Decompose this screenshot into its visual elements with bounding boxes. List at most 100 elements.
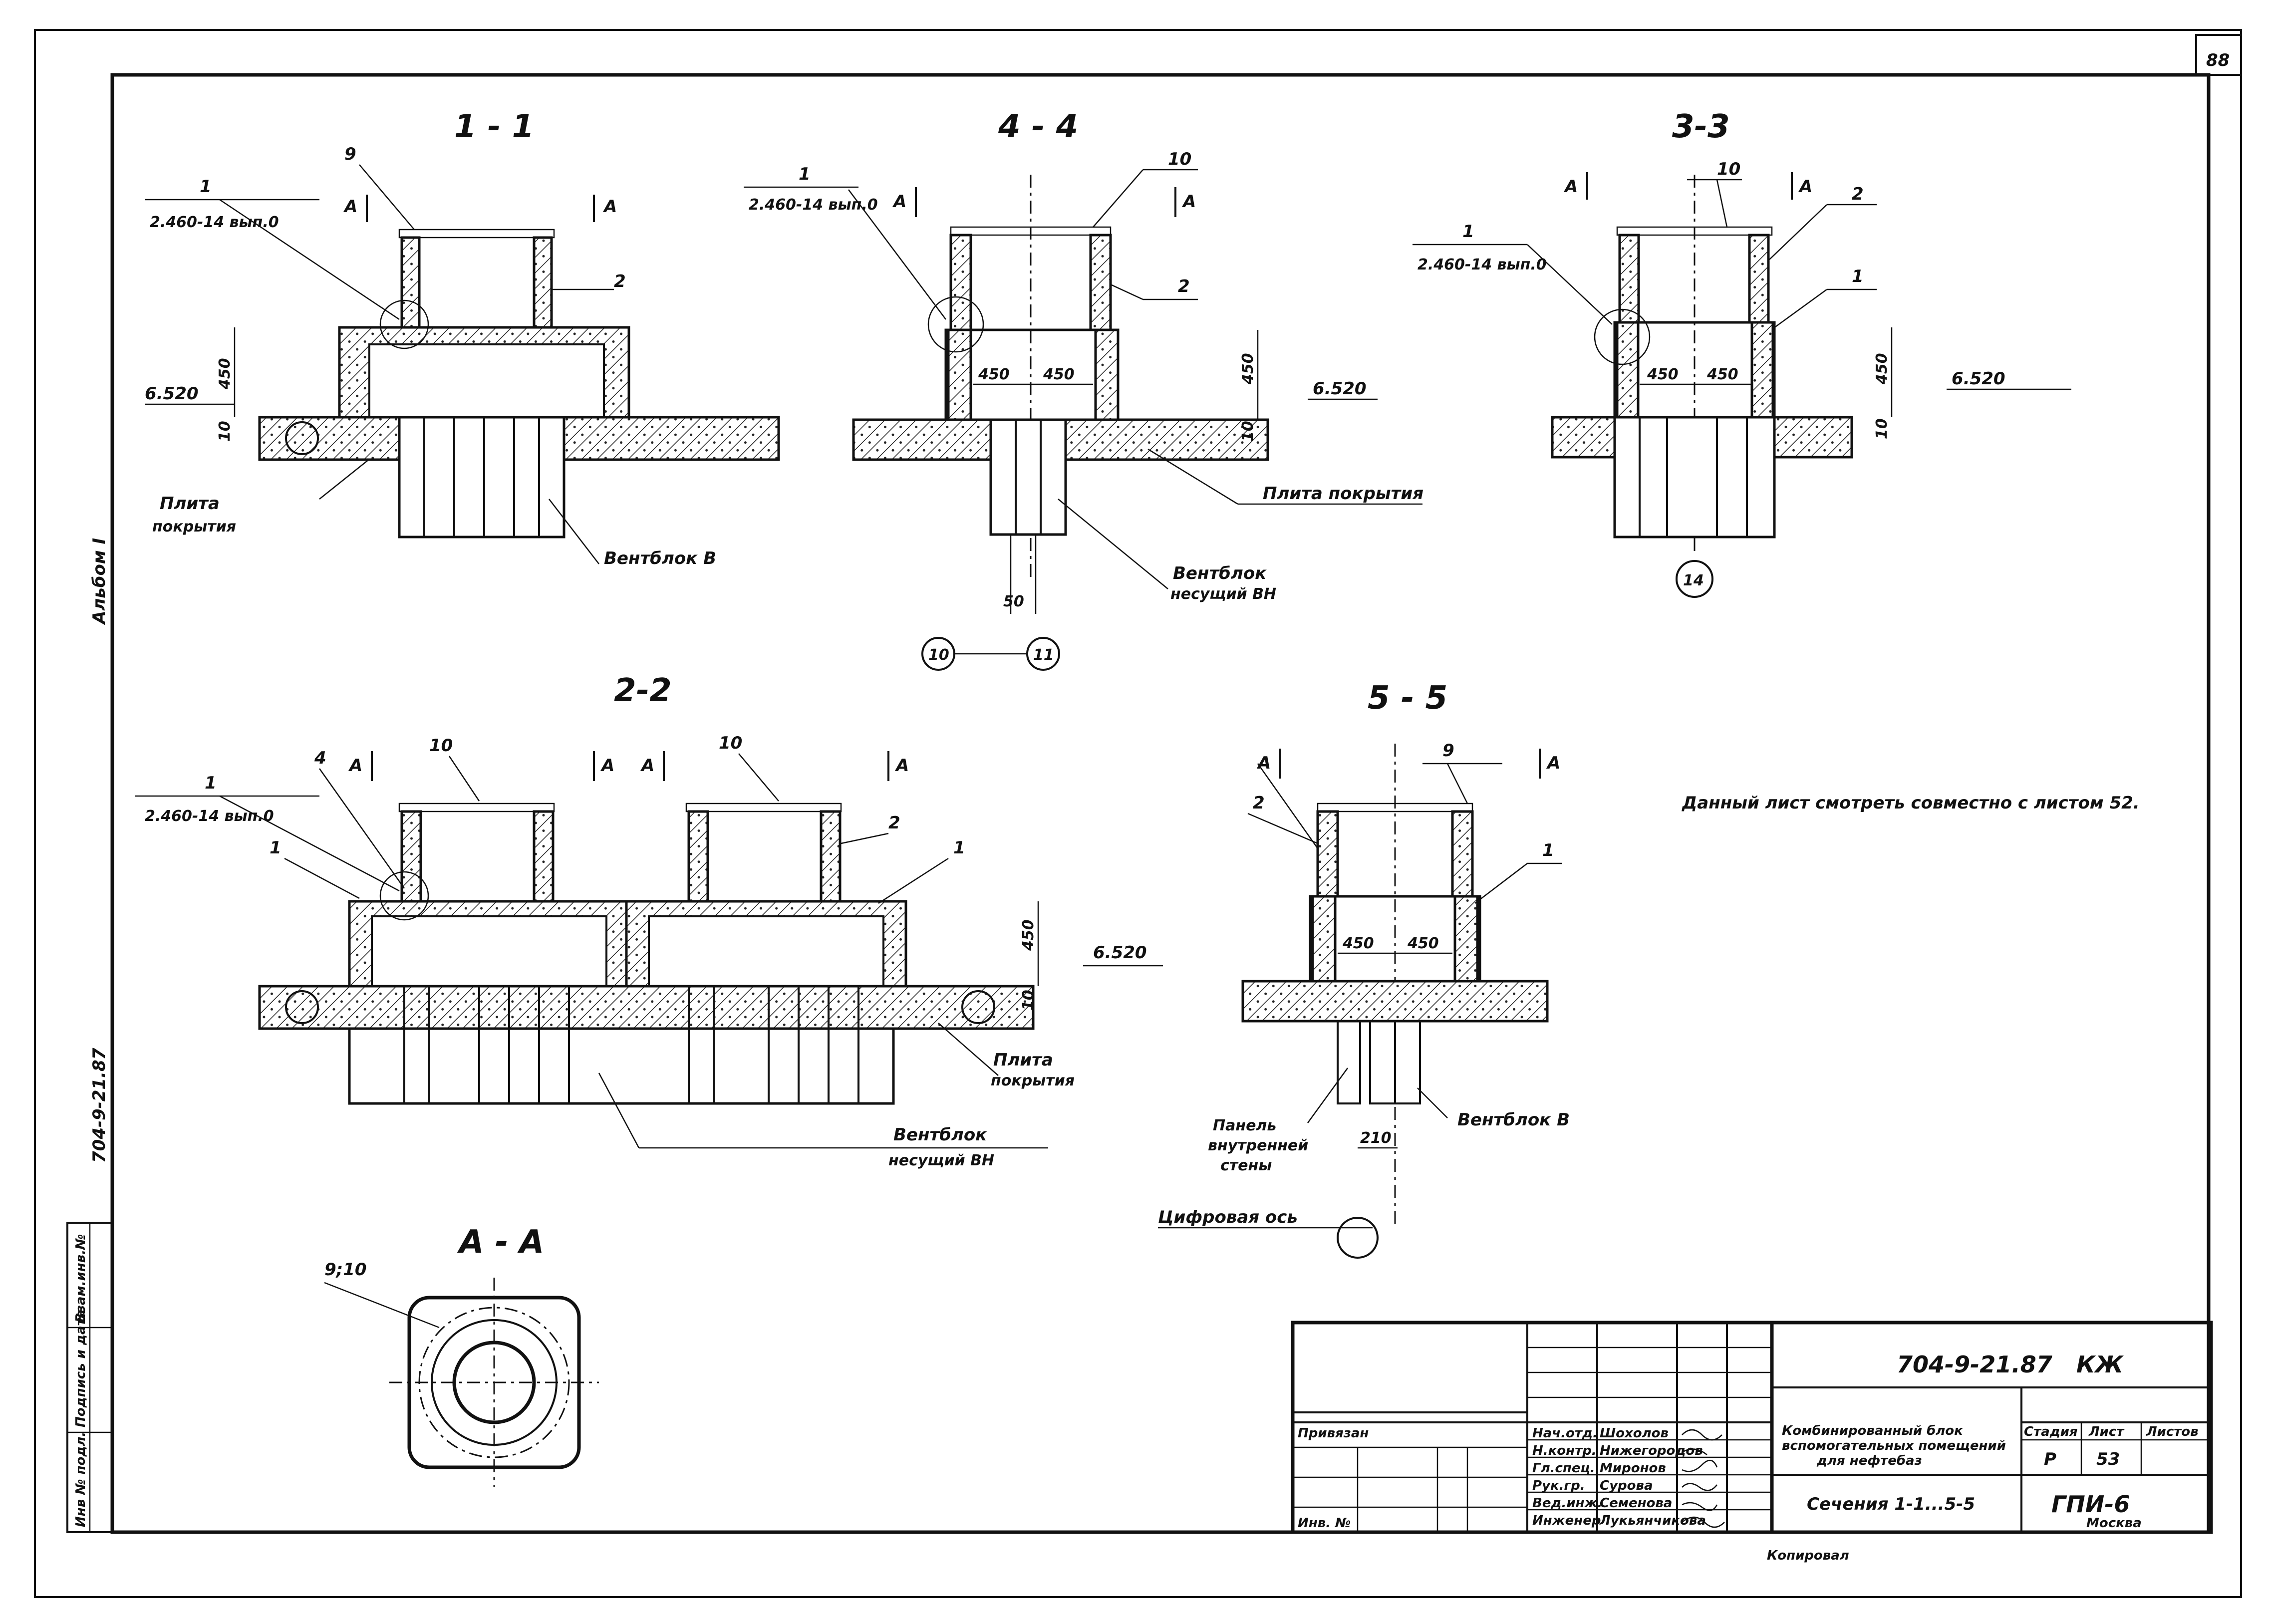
svg-text:Нижегородов: Нижегородов	[1600, 1443, 1703, 1458]
svg-text:А: А	[1256, 753, 1271, 773]
sheet-value: 53	[2096, 1449, 2120, 1469]
svg-text:Вентблок В: Вентблок В	[604, 548, 716, 568]
title-code: 704-9-21.87	[1897, 1351, 2052, 1378]
section-5-5-title: 5 - 5	[1368, 680, 1447, 717]
svg-text:1: 1	[799, 164, 811, 184]
svg-text:А: А	[894, 756, 909, 776]
svg-text:Лукьянчикова: Лукьянчикова	[1599, 1513, 1706, 1528]
svg-text:А: А	[343, 197, 357, 217]
svg-text:Лист: Лист	[2088, 1424, 2125, 1439]
svg-text:450: 450	[1043, 366, 1075, 383]
inner-frame	[110, 73, 2211, 1534]
svg-text:9: 9	[344, 144, 356, 164]
side-code-label: 704-9-21.87	[89, 1048, 109, 1163]
svg-text:для нефтебаз: для нефтебаз	[1816, 1453, 1922, 1468]
section-a-a-title: А - А	[457, 1224, 544, 1261]
sheet-title: Сечения 1-1...5-5	[1807, 1494, 1975, 1514]
ref-mark-3-3: 2.460-14 вып.0	[1418, 256, 1547, 273]
stage-value: Р	[2044, 1449, 2056, 1469]
svg-text:Стадия: Стадия	[2024, 1424, 2078, 1439]
sheet-number: 88	[2206, 50, 2230, 70]
svg-text:1: 1	[270, 838, 282, 858]
ref-mark-2-2: 2.460-14 вып.0	[145, 808, 274, 825]
svg-text:10: 10	[928, 646, 949, 664]
svg-text:А: А	[602, 197, 617, 217]
svg-text:10: 10	[1873, 418, 1891, 439]
svg-text:10: 10	[1168, 149, 1191, 169]
section-2-2: 2-2 1 2.460-14 вып.0 4 10	[135, 672, 1163, 1169]
svg-text:А: А	[640, 756, 654, 776]
city-name: Москва	[2086, 1516, 2142, 1531]
ref-mark-1-1: 2.460-14 вып.0	[150, 214, 279, 231]
svg-text:Панель: Панель	[1213, 1117, 1276, 1134]
copied-label: Копировал	[1767, 1548, 1849, 1563]
svg-text:4: 4	[314, 748, 326, 768]
svg-text:450: 450	[1020, 919, 1037, 951]
svg-text:1: 1	[953, 838, 965, 858]
svg-text:Инженер: Инженер	[1532, 1513, 1601, 1528]
svg-text:А: А	[348, 756, 362, 776]
svg-text:Плита: Плита	[993, 1050, 1053, 1070]
svg-text:Рук.гр.: Рук.гр.	[1532, 1478, 1585, 1493]
stamp-inv: Инв № подл.	[73, 1432, 88, 1527]
section-3-3: 3-3 450 450 1 2.460-14 вып.0 10 2 1 А А	[1413, 108, 2071, 598]
sheet-number-box	[2195, 34, 2242, 76]
svg-text:6.520: 6.520	[1952, 369, 2005, 389]
svg-text:450: 450	[1706, 366, 1738, 383]
svg-text:Вентблок В: Вентблок В	[1457, 1110, 1570, 1130]
svg-text:Н.контр.: Н.контр.	[1532, 1443, 1597, 1458]
svg-text:1: 1	[1462, 222, 1474, 242]
svg-text:10: 10	[1717, 159, 1740, 179]
svg-text:450: 450	[1342, 935, 1374, 952]
svg-text:10: 10	[429, 736, 453, 756]
svg-text:1: 1	[1852, 267, 1864, 286]
section-5-5: 5 - 5 450 450 9 2 1 А А Панель внутренне…	[1158, 680, 1570, 1259]
stamp-sign: Подпись и дата	[73, 1310, 88, 1427]
section-3-3-title: 3-3	[1672, 108, 1730, 145]
svg-text:6.520: 6.520	[1313, 379, 1367, 399]
inv-label: Инв. №	[1298, 1516, 1351, 1531]
section-4-4: 4 - 4 450 450 1 2.460-14 вып.0 10 2 А А …	[744, 108, 1423, 671]
svg-text:А: А	[600, 756, 614, 776]
svg-text:Сурова: Сурова	[1600, 1478, 1653, 1493]
svg-text:10: 10	[719, 733, 742, 753]
svg-text:внутренней: внутренней	[1208, 1137, 1308, 1154]
svg-text:Вентблок: Вентблок	[893, 1125, 987, 1145]
section-1-1: 1 - 1 1 2.460-14 вып.0 9 2 А А 450 10 6.…	[145, 108, 780, 568]
album-label: Альбом I	[89, 538, 109, 625]
svg-text:450: 450	[1647, 366, 1679, 383]
svg-text:6.520: 6.520	[1093, 943, 1147, 963]
svg-text:10: 10	[1239, 421, 1257, 442]
svg-text:Миронов: Миронов	[1600, 1461, 1666, 1476]
svg-text:Листов: Листов	[2146, 1424, 2199, 1439]
title-mark: КЖ	[2076, 1351, 2124, 1378]
svg-text:Вед.инж.: Вед.инж.	[1532, 1496, 1602, 1511]
ref-mark-4-4: 2.460-14 вып.0	[749, 196, 878, 214]
stamp-replace: Взам.инв.№	[73, 1234, 88, 1323]
svg-text:А: А	[1181, 192, 1196, 212]
svg-text:450: 450	[1239, 353, 1257, 385]
svg-text:14: 14	[1683, 572, 1704, 589]
svg-text:несущий ВН: несущий ВН	[888, 1152, 994, 1169]
title-block: Привязан Инв. № Нач.отд. Н.контр. Гл.спе…	[1291, 1321, 2213, 1563]
svg-text:Комбинированный блок: Комбинированный блок	[1782, 1423, 1964, 1438]
attached-label: Привязан	[1298, 1426, 1369, 1441]
svg-text:2: 2	[1178, 276, 1190, 296]
svg-text:А: А	[1798, 177, 1812, 197]
svg-text:1: 1	[205, 773, 217, 793]
svg-text:несущий ВН: несущий ВН	[1170, 585, 1276, 603]
svg-text:А: А	[1563, 177, 1578, 197]
svg-text:Вентблок: Вентблок	[1173, 563, 1267, 583]
svg-text:2: 2	[1253, 793, 1265, 813]
svg-text:1: 1	[1542, 840, 1554, 860]
org-name: ГПИ-6	[2051, 1491, 2130, 1518]
outer-frame	[34, 29, 2242, 1598]
svg-text:6.520: 6.520	[145, 384, 199, 404]
svg-text:2: 2	[1852, 184, 1864, 204]
svg-text:1: 1	[200, 177, 212, 197]
svg-text:Семенова: Семенова	[1600, 1496, 1672, 1511]
section-1-1-title: 1 - 1	[454, 108, 534, 145]
svg-text:50: 50	[1003, 593, 1024, 610]
